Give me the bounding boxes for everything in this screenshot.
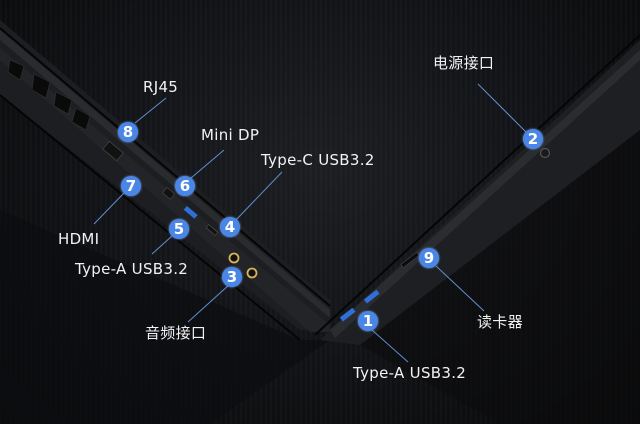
label-power-port: 电源接口	[433, 54, 495, 72]
label-hdmi: HDMI	[58, 230, 100, 248]
callout-badge-2: 2	[523, 129, 543, 149]
label-card-reader: 读卡器	[477, 313, 523, 331]
callout-badge-7: 7	[121, 176, 141, 196]
callout-badge-8: 8	[118, 122, 138, 142]
label-audio-port: 音频接口	[145, 324, 207, 342]
callout-badge-9: 9	[419, 248, 439, 268]
label-type-a-usb-right: Type-A USB3.2	[353, 364, 467, 382]
callout-badge-4: 4	[220, 217, 240, 237]
label-rj45: RJ45	[143, 78, 179, 96]
callout-badge-6: 6	[175, 176, 195, 196]
callout-badge-3: 3	[222, 267, 242, 287]
label-type-c-usb: Type-C USB3.2	[261, 151, 375, 169]
label-mini-dp: Mini DP	[201, 126, 260, 144]
callout-badge-1: 1	[358, 311, 378, 331]
callout-badge-5: 5	[169, 219, 189, 239]
label-type-a-usb-left: Type-A USB3.2	[75, 260, 189, 278]
